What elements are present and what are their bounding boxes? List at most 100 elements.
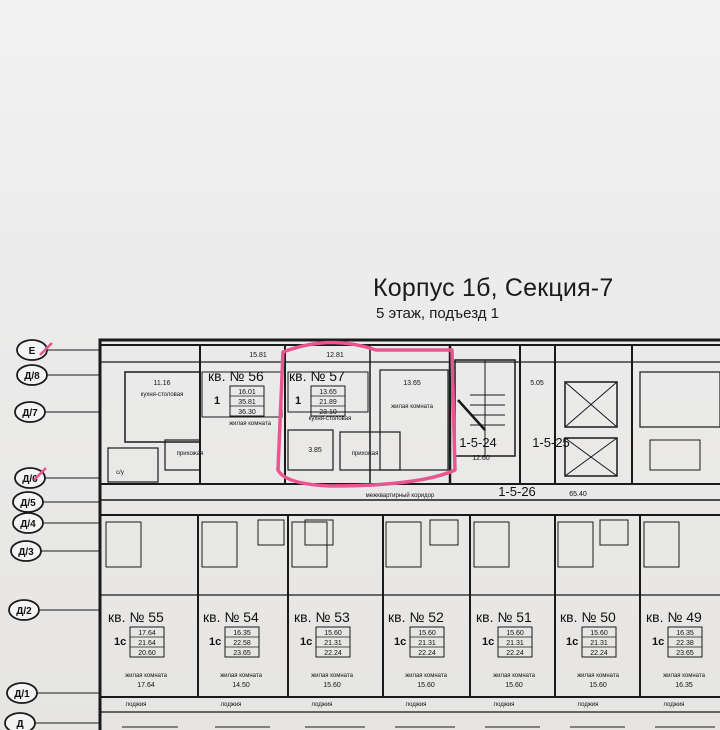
axis-label: Д/3 — [18, 547, 34, 558]
axis-marker: Д/3 — [10, 540, 100, 562]
axis-label: Д/4 — [20, 519, 36, 530]
apartment-51: кв. № 51 1с 15.60 21.31 22.24 — [476, 609, 533, 658]
area-value: 16.01 — [238, 389, 256, 396]
page-subtitle: 5 этаж, подъезд 1 — [376, 305, 500, 322]
balcony-label: лоджия — [406, 702, 427, 708]
plan-outline — [98, 338, 720, 730]
living-label: жилая комната — [577, 673, 619, 679]
balcony-label: лоджия — [126, 702, 147, 708]
apartment-number: кв. № 54 — [203, 609, 259, 625]
apartment-rooms: 1 — [295, 395, 301, 407]
pink-tick-1 — [39, 342, 53, 356]
area-value: 23.10 — [319, 409, 337, 416]
page-title: Корпус 1б, Секция-7 — [373, 274, 614, 302]
area-value: 21.89 — [319, 399, 337, 406]
living-label: жилая комната — [493, 673, 535, 679]
apartment-52: кв. № 52 1с 15.60 21.31 22.24 — [388, 609, 445, 658]
area-table — [497, 626, 533, 658]
apartment-number: кв. № 52 — [388, 609, 444, 625]
apartment-rooms: 1с — [482, 636, 494, 648]
area-value: 35.81 — [238, 399, 256, 406]
area-value: 22.24 — [506, 650, 524, 657]
area-value: 22.24 — [590, 650, 608, 657]
area-value: 15.60 — [506, 630, 524, 637]
room-area: 15.60 — [589, 682, 607, 689]
area-value: 22.24 — [418, 650, 436, 657]
apartment-rooms: 1с — [300, 636, 312, 648]
stair-label: 1-5-24 — [459, 435, 497, 450]
corridor-label: межквартирный коридор — [366, 492, 435, 499]
room-area: 13.65 — [403, 380, 421, 387]
area-value: 22.38 — [676, 640, 694, 647]
living-label: жилая комната — [391, 404, 433, 410]
apartment-rooms: 1с — [566, 636, 578, 648]
room-area: 16.35 — [675, 682, 693, 689]
axis-label: Д/7 — [22, 408, 38, 419]
apartment-rooms: 1 — [214, 395, 220, 407]
kitchen-area: 11.16 — [154, 380, 171, 387]
area-value: 23.65 — [676, 650, 694, 657]
kitchen-label: кухня-столовая — [141, 392, 184, 398]
area-value: 20.60 — [138, 650, 156, 657]
area-table — [409, 626, 445, 658]
bathroom-label: с/у — [116, 470, 124, 476]
apartment-rooms: 1с — [114, 636, 126, 648]
room-area: 17.64 — [137, 682, 155, 689]
room-area: 12.81 — [326, 352, 344, 359]
area-table — [315, 626, 351, 658]
area-table — [229, 385, 265, 417]
stair-area: 12.60 — [472, 455, 490, 462]
apartment-rooms: 1с — [209, 636, 221, 648]
axis-marker: Д/8 — [16, 364, 100, 386]
room-area: 14.50 — [232, 682, 250, 689]
axis-marker: Д/1 — [6, 682, 100, 704]
room-area: 15.60 — [417, 682, 435, 689]
hall-label: прихожая — [177, 451, 204, 457]
hall-label: прихожая — [352, 451, 379, 457]
area-value: 36.30 — [238, 409, 256, 416]
axis-label: Д — [16, 719, 23, 730]
stair-label: 1-5-25 — [532, 435, 570, 450]
axis-label: Д/5 — [20, 498, 36, 509]
balcony-label: лоджия — [578, 702, 599, 708]
area-value: 21.64 — [138, 640, 156, 647]
area-table — [667, 626, 703, 658]
axis-marker: Д/5 — [12, 491, 100, 513]
living-label: жилая комната — [311, 673, 353, 679]
axis-label: Д/6 — [22, 474, 38, 485]
area-value: 17.64 — [138, 630, 156, 637]
living-label: жилая комната — [229, 421, 271, 427]
area-table — [581, 626, 617, 658]
area-value: 22.58 — [233, 640, 251, 647]
living-label: жилая комната — [663, 673, 705, 679]
living-label: жилая комната — [220, 673, 262, 679]
area-value: 13.65 — [319, 389, 337, 396]
area-value: 21.31 — [506, 640, 524, 647]
balcony-label: лоджия — [312, 702, 333, 708]
lobby-area: 5.05 — [530, 380, 544, 387]
corridor-area: 65.40 — [569, 491, 587, 498]
area-value: 21.31 — [324, 640, 342, 647]
area-table — [310, 385, 346, 417]
area-value: 22.24 — [324, 650, 342, 657]
highlight-outline — [276, 340, 457, 488]
apartment-number: кв. № 51 — [476, 609, 532, 625]
axis-marker: Д/2 — [8, 599, 100, 621]
apartment-rooms: 1с — [394, 636, 406, 648]
area-value: 21.31 — [418, 640, 436, 647]
apartment-number: кв. № 49 — [646, 609, 702, 625]
axis-marker: Д — [4, 712, 100, 730]
balcony-label: лоджия — [221, 702, 242, 708]
room-area: 15.60 — [323, 682, 341, 689]
area-value: 15.60 — [418, 630, 436, 637]
axis-marker: Д/4 — [12, 512, 100, 534]
axis-marker: Е — [16, 339, 100, 361]
apartment-number: кв. № 50 — [560, 609, 616, 625]
axis-label: Д/8 — [24, 371, 40, 382]
area-value: 23.65 — [233, 650, 251, 657]
